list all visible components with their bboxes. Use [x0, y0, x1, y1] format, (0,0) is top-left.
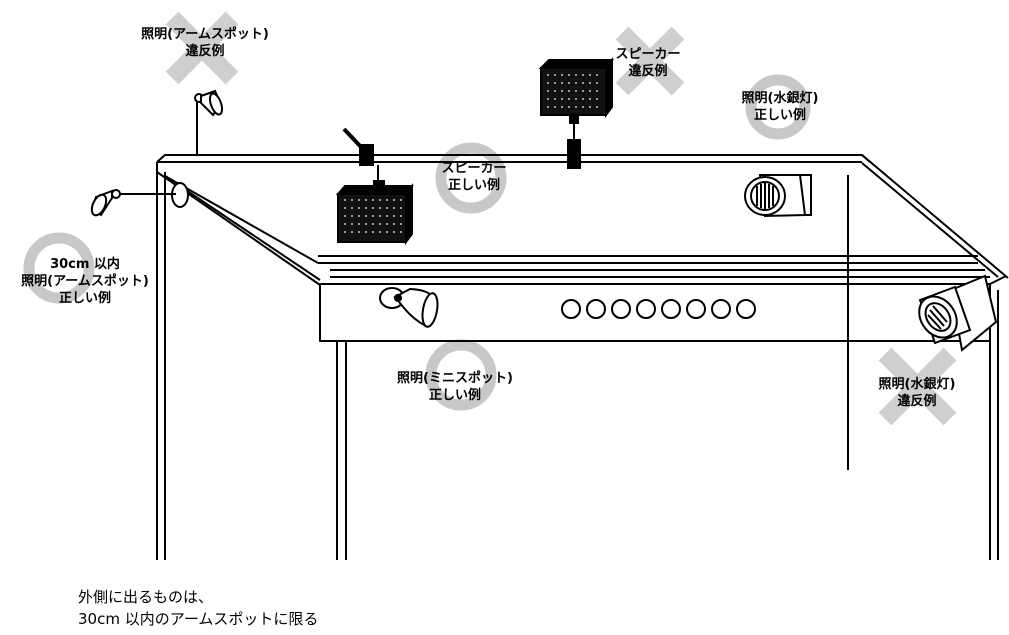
label-line: 30cm 以内: [0, 256, 170, 273]
label-speaker-violation: スピーカー 違反例: [600, 46, 696, 80]
speaker-icon: [338, 129, 412, 242]
footnote: 外側に出るものは、 30cm 以内のアームスポットに限る: [78, 586, 318, 630]
label-line: 正しい例: [370, 387, 540, 404]
footnote-line: 30cm 以内のアームスポットに限る: [78, 608, 318, 630]
label-line: 正しい例: [0, 290, 170, 307]
label-line: 照明(アームスポット): [120, 26, 290, 43]
label-line: 照明(ミニスポット): [370, 370, 540, 387]
label-line: 正しい例: [720, 107, 840, 124]
label-speaker-ok: スピーカー 正しい例: [414, 160, 534, 194]
arm-spot-light-icon: [195, 91, 224, 155]
label-line: 照明(水銀灯): [852, 376, 982, 393]
label-line: 正しい例: [414, 177, 534, 194]
mercury-lamp-icon: [911, 276, 996, 350]
mini-spot-light-icon: [380, 288, 440, 328]
label-line: 違反例: [852, 393, 982, 410]
label-line: 違反例: [120, 43, 290, 60]
arm-spot-light-icon: [89, 183, 188, 218]
beam-holes: [562, 300, 755, 318]
label-line: スピーカー: [414, 160, 534, 177]
label-mini-spot-ok: 照明(ミニスポット) 正しい例: [370, 370, 540, 404]
booth-frame: [157, 155, 1008, 560]
label-line: 違反例: [600, 63, 696, 80]
label-line: 照明(アームスポット): [0, 273, 170, 290]
label-mercury-ok: 照明(水銀灯) 正しい例: [720, 90, 840, 124]
mercury-lamp-icon: [745, 175, 811, 216]
label-arm-spot-ok: 30cm 以内 照明(アームスポット) 正しい例: [0, 256, 170, 307]
label-line: 照明(水銀灯): [720, 90, 840, 107]
footnote-line: 外側に出るものは、: [78, 586, 318, 608]
label-mercury-violation: 照明(水銀灯) 違反例: [852, 376, 982, 410]
label-line: スピーカー: [600, 46, 696, 63]
label-arm-spot-violation: 照明(アームスポット) 違反例: [120, 26, 290, 60]
